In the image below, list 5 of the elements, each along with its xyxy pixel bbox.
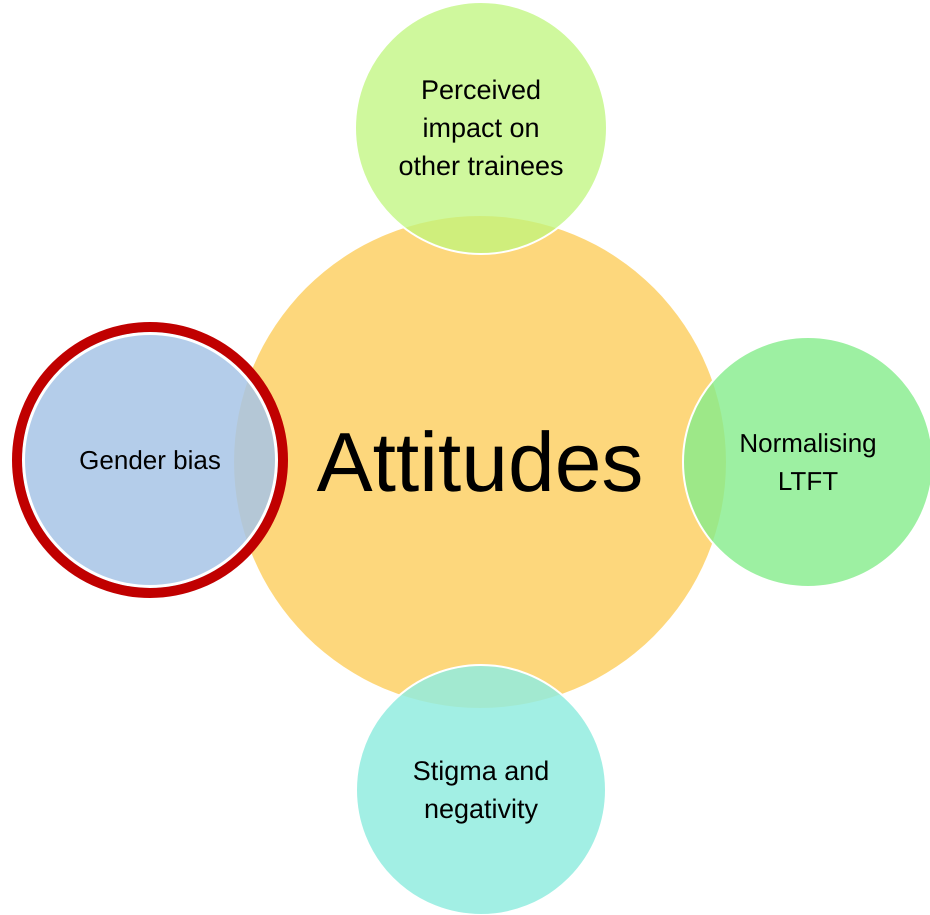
circle-label: Perceived impact on other trainees xyxy=(397,74,565,183)
circle-label: Stigma and negativity xyxy=(412,755,550,826)
circle-label: Attitudes xyxy=(316,414,644,510)
circle-label: Normalising LTFT xyxy=(738,427,878,498)
circle-label: Gender bias xyxy=(79,444,221,477)
